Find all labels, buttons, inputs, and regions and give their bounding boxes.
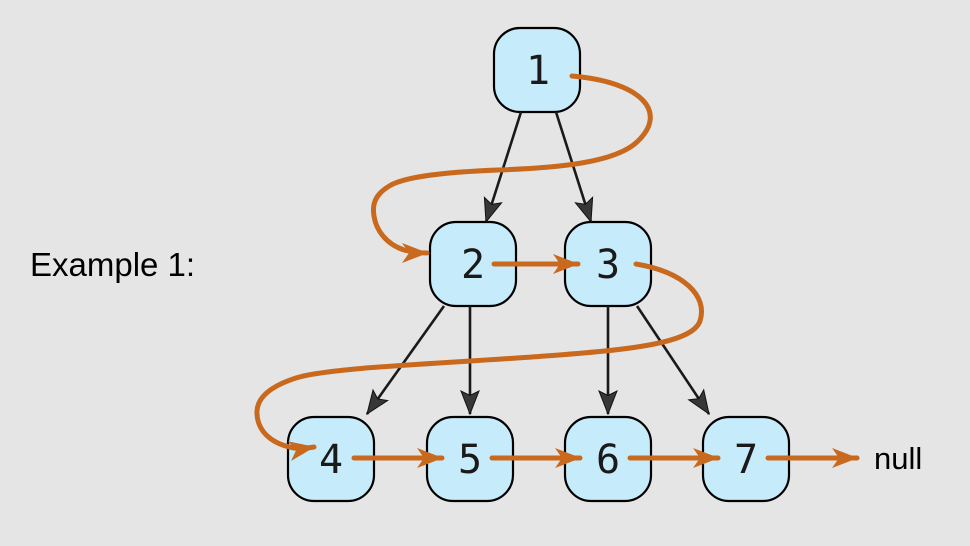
node-2-value: 2 xyxy=(461,242,485,288)
node-1-value: 1 xyxy=(526,48,550,94)
tree-node-1: 1 xyxy=(492,26,582,114)
node-3-value: 3 xyxy=(596,242,620,288)
node-6-value: 6 xyxy=(596,437,620,483)
node-4-value: 4 xyxy=(319,437,343,483)
tree-edge-2-4 xyxy=(365,305,446,416)
tree-edge-1-2 xyxy=(483,111,523,224)
tree-edge-3-7 xyxy=(635,305,711,416)
next-pointers xyxy=(254,73,860,468)
node-1-box xyxy=(492,26,582,114)
example-label: Example 1: xyxy=(30,246,195,283)
node-7-value: 7 xyxy=(734,437,758,483)
next-pointer-3-4 xyxy=(254,261,704,461)
tree-edges xyxy=(365,111,711,416)
tree-node-3: 3 xyxy=(563,220,653,308)
null-label: null xyxy=(874,441,922,476)
tree-edge-1-3 xyxy=(554,111,594,224)
next-pointer-1-2 xyxy=(371,73,653,263)
node-5-value: 5 xyxy=(458,437,482,483)
